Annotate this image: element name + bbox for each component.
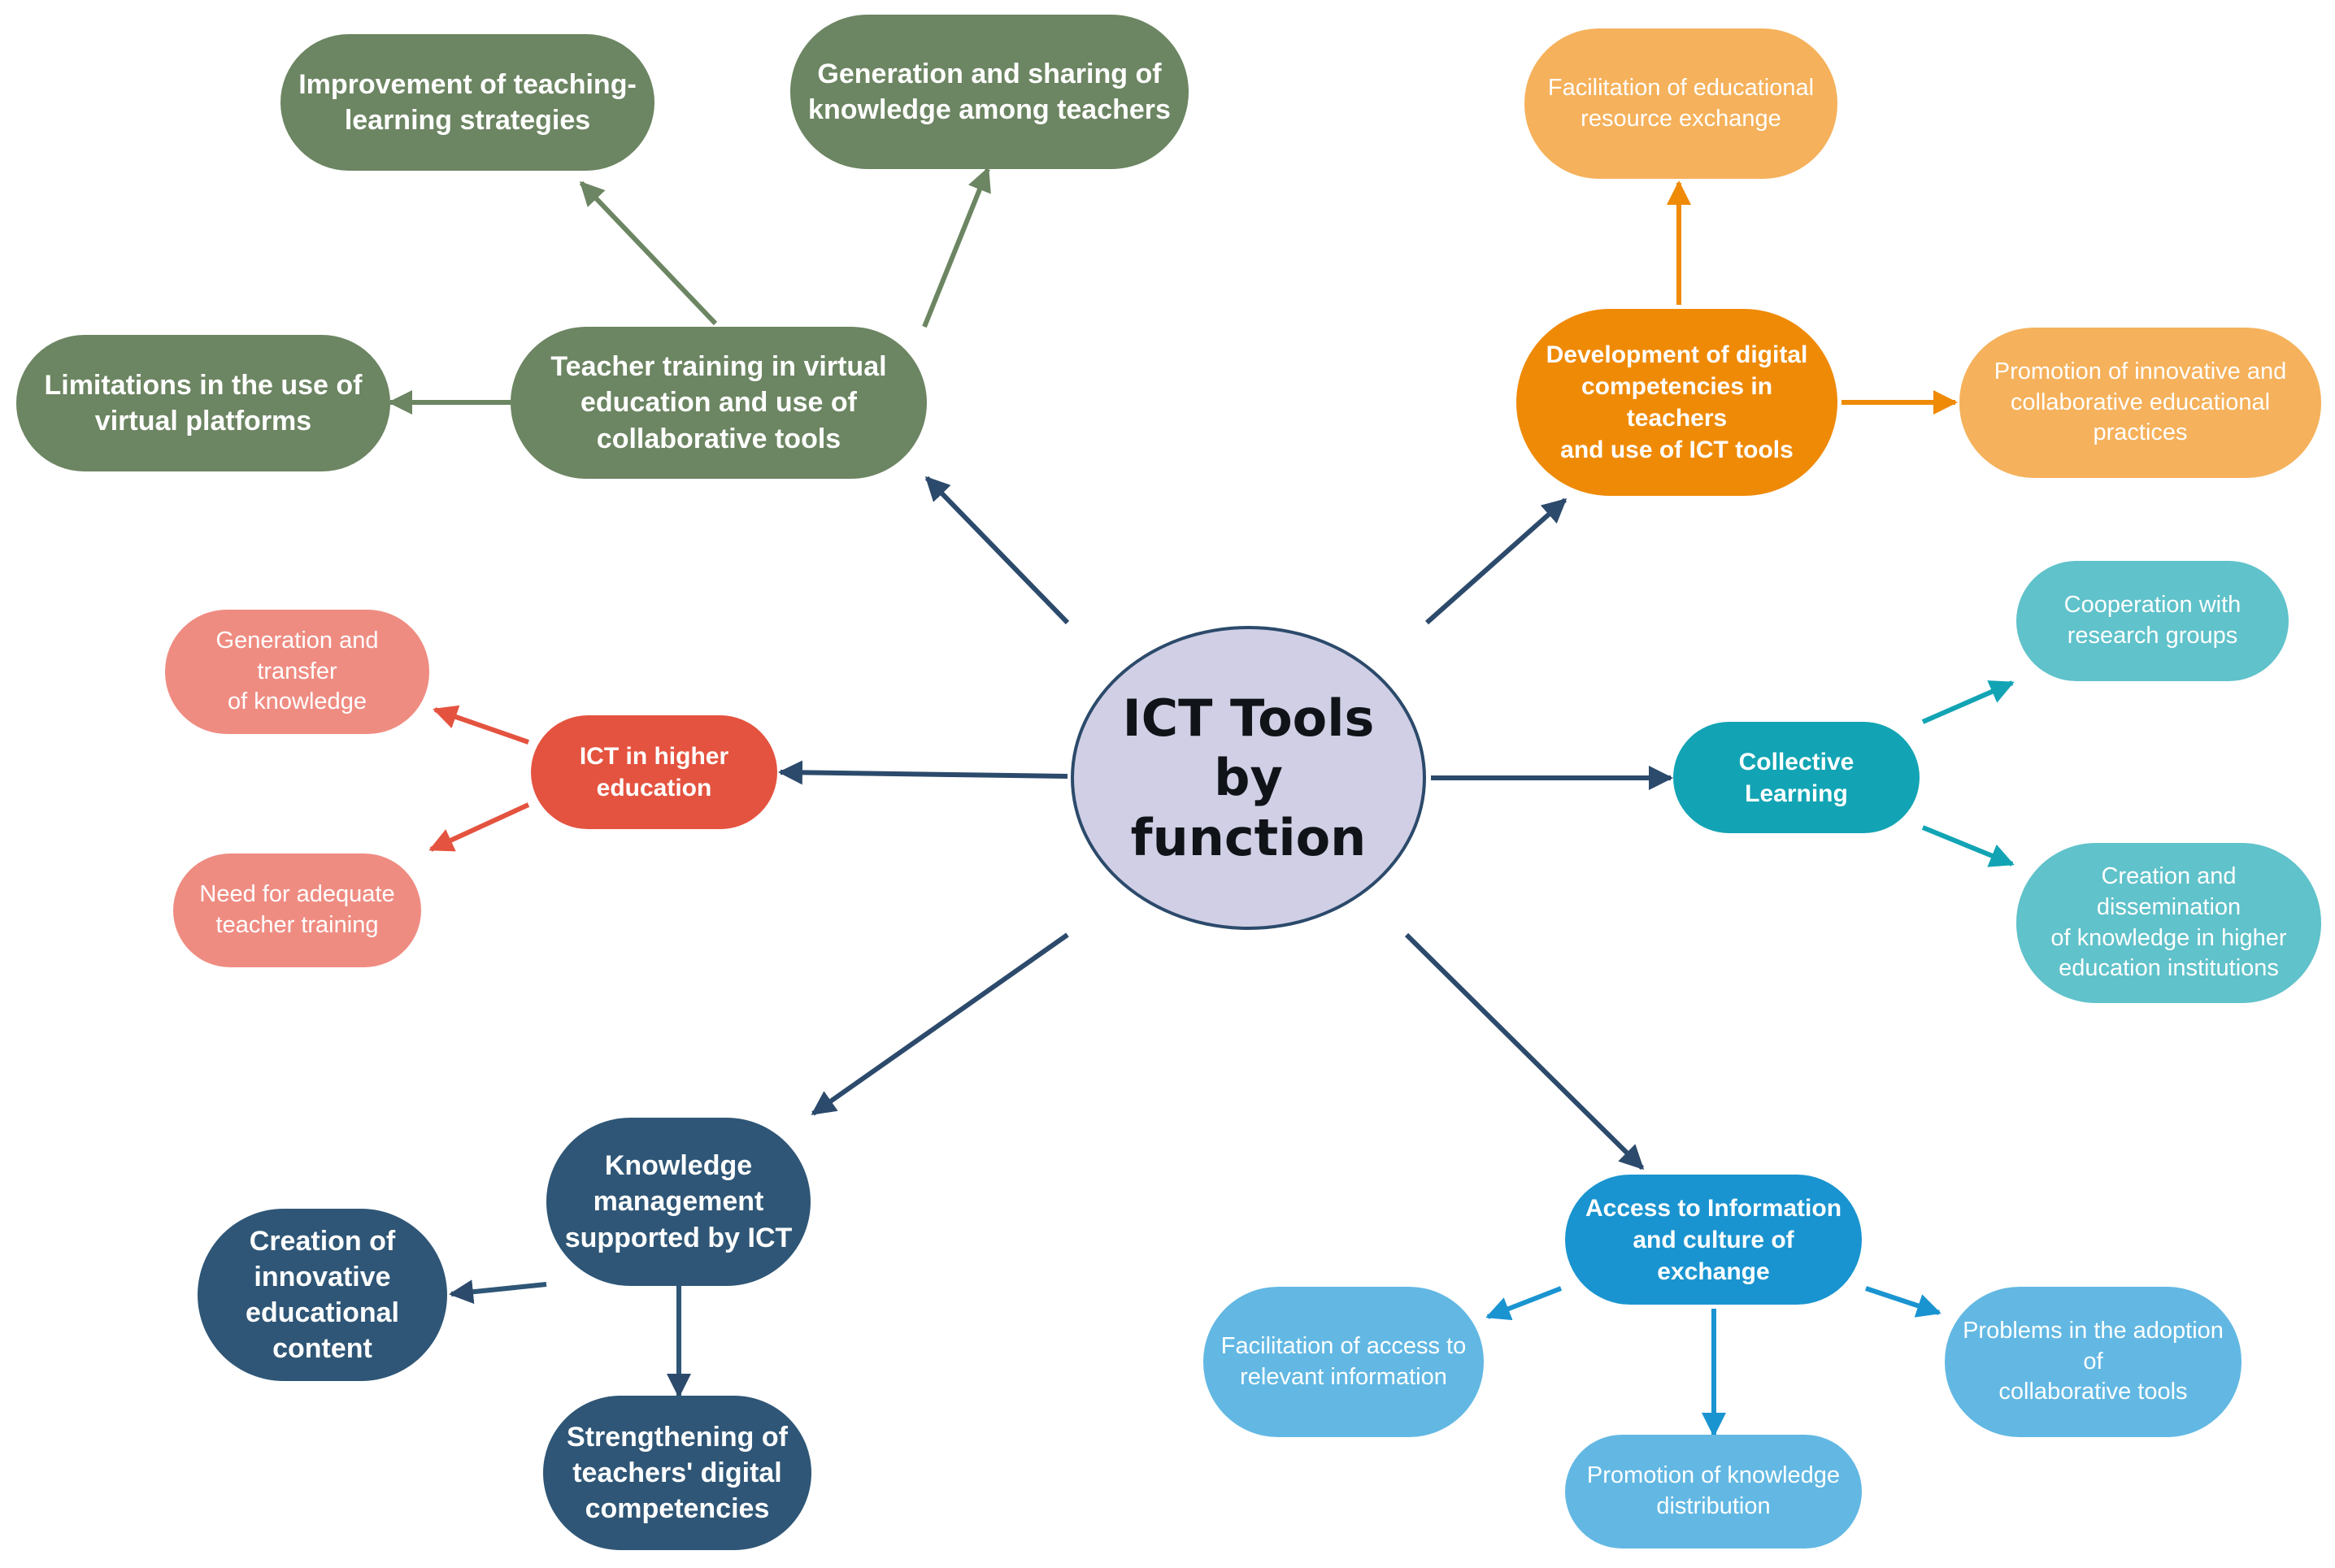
branch-teacher-training: Teacher training in virtual education an… (511, 327, 927, 479)
branch-knowledge-management: Knowledge management supported by ICT (546, 1118, 811, 1286)
arrow-teacher-training-to-generation-sharing (922, 167, 991, 328)
center-node: ICT Tools by function (1071, 626, 1426, 930)
leaf-cooperation-research-groups: Cooperation with research groups (2016, 561, 2289, 681)
leaf-knowledge-distribution: Promotion of knowledge distribution (1565, 1435, 1862, 1548)
arrow-center-to-access-information (1404, 932, 1645, 1171)
arrow-center-to-ict-higher-education (778, 760, 1068, 785)
arrow-knowledge-management-to-creation (449, 1279, 547, 1305)
arrow-collective-learning-to-creation-dissemination (1921, 825, 2015, 867)
leaf-strengthening-digital-competencies: Strengthening of teachers' digital compe… (543, 1396, 811, 1550)
arrow-teacher-training-to-improvement (579, 180, 718, 326)
branch-digital-competencies: Development of digital competencies in t… (1516, 309, 1837, 496)
leaf-need-teacher-training: Need for adequate teacher training (173, 853, 421, 967)
leaf-innovative-collaborative-practices: Promotion of innovative and collaborativ… (1959, 328, 2321, 478)
arrow-center-to-digital-competencies (1425, 497, 1568, 625)
leaf-limitations-virtual-platforms: Limitations in the use of virtual platfo… (16, 335, 390, 471)
branch-collective-learning: Collective Learning (1673, 722, 1920, 833)
branch-ict-higher-education: ICT in higher education (531, 715, 777, 829)
leaf-adoption-collaborative-tools: Problems in the adoption of collaborativ… (1945, 1287, 2242, 1437)
leaf-innovative-educational-content: Creation of innovative educational conte… (198, 1209, 447, 1381)
arrow-center-to-knowledge-management (811, 932, 1069, 1116)
leaf-access-relevant-information: Facilitation of access to relevant infor… (1203, 1287, 1484, 1437)
arrow-access-to-problems (1865, 1286, 1941, 1318)
leaf-generation-transfer-knowledge: Generation and transfer of knowledge (165, 610, 429, 734)
arrow-ict-higher-to-need-training (428, 802, 530, 852)
arrow-ict-higher-to-generation-transfer (433, 705, 529, 745)
arrow-access-to-facilitation (1485, 1286, 1563, 1321)
leaf-improvement-teaching-learning: Improvement of teaching- learning strate… (280, 34, 654, 171)
arrow-center-to-teacher-training (924, 476, 1070, 625)
leaf-educational-resource-exchange: Facilitation of educational resource exc… (1524, 28, 1837, 179)
arrow-collective-learning-to-cooperation (1921, 680, 2015, 724)
branch-access-information: Access to Information and culture of exc… (1565, 1175, 1862, 1305)
leaf-generation-sharing-knowledge: Generation and sharing of knowledge amon… (790, 15, 1189, 169)
leaf-creation-dissemination-knowledge: Creation and dissemination of knowledge … (2016, 843, 2321, 1003)
